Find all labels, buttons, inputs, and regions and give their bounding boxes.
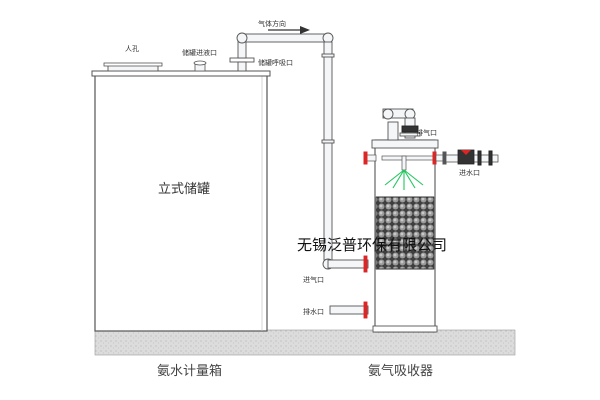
label-tank-inlet: 储罐进液口 (182, 49, 217, 57)
label-gas-in: 进气口 (303, 276, 324, 284)
label-exhaust: 排气口 (416, 129, 437, 137)
manhole (103, 62, 163, 72)
tank-inlet (193, 60, 207, 72)
breather-pipe (229, 32, 369, 273)
label-manhole: 人孔 (125, 45, 139, 53)
caption-left: 氨水计量箱 (157, 364, 223, 379)
tank-body-label: 立式储罐 (158, 182, 211, 197)
drain-pipe (329, 301, 369, 319)
column-nozzles (363, 151, 447, 165)
company-watermark: 无锡泛普环保有限公司 (297, 236, 448, 254)
spray-header (381, 155, 443, 190)
exhaust-outlet (382, 108, 421, 141)
label-tank-breather: 储罐呼吸口 (258, 59, 293, 67)
gas-direction-arrow (268, 26, 310, 34)
water-inlet (442, 149, 499, 166)
spray-pattern (384, 169, 424, 190)
caption-right: 氨气吸收器 (368, 364, 434, 379)
ground-slab (94, 329, 516, 356)
label-water-in: 进水口 (459, 169, 480, 177)
packing-layer (375, 196, 435, 270)
label-gas-direction: 气体方向 (258, 20, 286, 28)
storage-tank (91, 70, 271, 332)
label-drain: 排水口 (303, 308, 324, 316)
